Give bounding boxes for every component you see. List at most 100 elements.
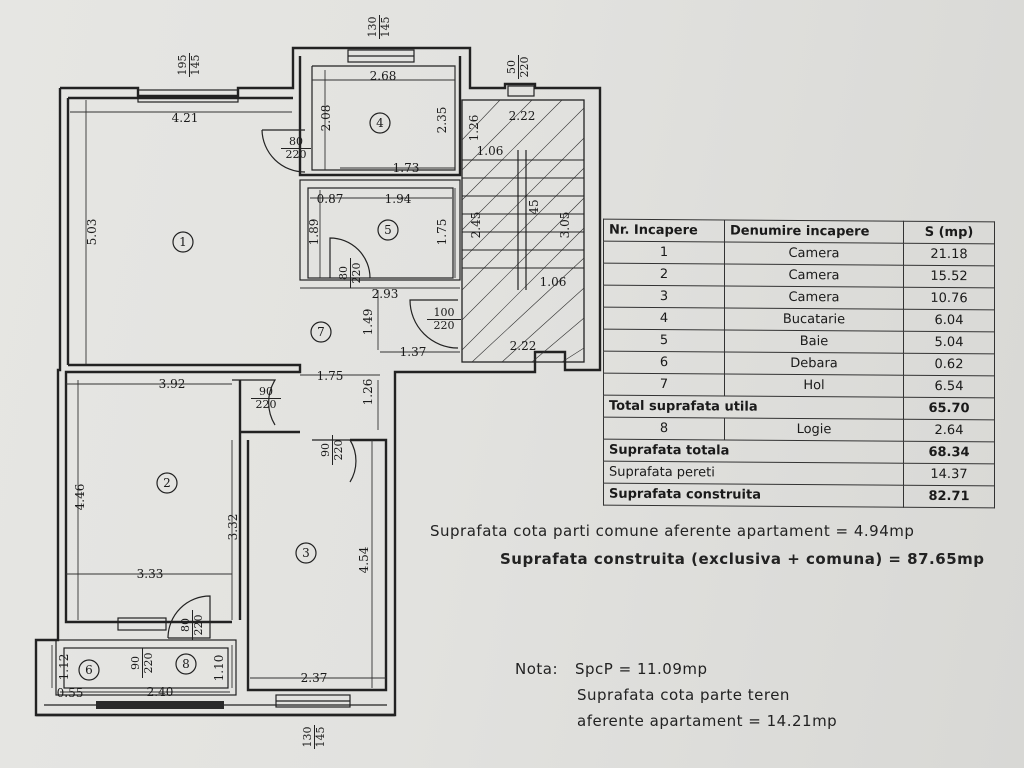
dim-room6-h: 1.12: [57, 654, 71, 681]
dim-room1-height: 5.03: [85, 219, 99, 246]
dim-room2-width-bottom: 3.33: [137, 567, 164, 581]
row-name: Camera: [724, 241, 904, 266]
fraction-bottom: 220: [433, 319, 455, 332]
fraction-bottom: 220: [192, 614, 205, 636]
row-nr: 3: [603, 285, 725, 308]
door-swings: [167, 129, 459, 639]
windows: [96, 49, 535, 709]
row-name: Camera: [724, 285, 904, 310]
dim-room3-width: 2.37: [301, 671, 328, 685]
row-name: Logie: [724, 417, 904, 442]
room-6-marker: [78, 659, 100, 681]
room-5-number: 5: [384, 223, 392, 237]
room-7-number: 7: [317, 325, 325, 339]
nota-land-line1: Suprafata cota parte teren: [577, 686, 790, 704]
dim-logia-w: 2.40: [147, 685, 174, 699]
row-nr: 2: [603, 263, 725, 286]
logia-railing: [96, 701, 224, 709]
walls-value: 14.37: [903, 463, 995, 486]
room-2-number: 2: [163, 476, 171, 490]
fraction-bottom: 145: [379, 16, 392, 38]
dim-room5-h-right: 1.75: [435, 219, 449, 246]
room-5-marker: [377, 219, 399, 241]
fraction-bottom: 220: [332, 439, 345, 461]
outer-walls: [34, 46, 602, 717]
room-2-marker: [156, 472, 178, 494]
fraction-bottom: 145: [314, 726, 327, 748]
room-4-marker: [369, 112, 391, 134]
table-row: 4 Bucatarie 6.04: [603, 307, 995, 332]
dim-room4-h-right: 2.35: [435, 107, 449, 134]
total-util-label: Total suprafata utila: [603, 395, 904, 420]
room-1-number: 1: [179, 235, 187, 249]
room-8-marker: [175, 653, 197, 675]
dim-stair-1-26: 1.26: [467, 115, 481, 142]
dim-logia-h: 1.10: [212, 655, 226, 682]
table-row: 5 Baie 5.04: [603, 329, 995, 354]
dim-room2-height: 4.46: [73, 484, 87, 511]
row-nr: 5: [603, 329, 725, 352]
dim-stair-3-05: 3.05: [558, 212, 572, 239]
dim-room2-width-top: 3.92: [159, 377, 186, 391]
table-row: 6 Debara 0.62: [603, 351, 995, 376]
walls-label: Suprafata pereti: [603, 461, 904, 486]
fraction-bottom: 220: [285, 148, 307, 161]
built-total-note: Suprafata construita (exclusiva + comuna…: [500, 550, 985, 568]
fraction-top: 90: [251, 386, 281, 399]
row-nr: 4: [603, 307, 725, 330]
total-row: Suprafata totala 68.34: [603, 439, 995, 464]
dim-hall-1-37: 1.37: [400, 345, 427, 359]
dim-hall-1-26: 1.26: [361, 379, 375, 406]
built-label: Suprafata construita: [603, 483, 904, 508]
dim-stair-2-45: 2.45: [469, 212, 483, 239]
header-nr: Nr. Incapere: [603, 219, 725, 242]
dim-room5-h-left: 1.89: [307, 219, 321, 246]
row-name: Bucatarie: [724, 307, 904, 332]
fraction-bottom: 220: [255, 398, 277, 411]
room-number-markers: 1 2 3 4 5 6 7 8: [78, 112, 399, 681]
fraction-bottom: 220: [142, 652, 155, 674]
dim-room4-bottom: 1.73: [393, 161, 420, 175]
dim-stair-bottom: 2.22: [510, 339, 537, 353]
dim-stair-45: 45: [527, 199, 541, 214]
row-area: 10.76: [903, 287, 995, 310]
fraction-bottom: 220: [350, 262, 363, 284]
staircase: [461, 99, 585, 363]
row-area: 0.62: [903, 353, 995, 376]
total-label: Suprafata totala: [603, 439, 904, 464]
dim-stair-1-06-mid: 1.06: [540, 275, 567, 289]
built-row: Suprafata construita 82.71: [603, 483, 995, 508]
nota-land-line2: aferente apartament = 14.21mp: [577, 712, 838, 730]
room-1-marker: [172, 231, 194, 253]
room-areas-table: Nr. Incapere Denumire incapere S (mp) 1 …: [603, 219, 995, 509]
dim-hall-1-49: 1.49: [361, 309, 375, 336]
row-area: 2.64: [903, 419, 995, 442]
row-area: 15.52: [903, 265, 995, 288]
total-value: 68.34: [903, 441, 995, 464]
row-name: Baie: [724, 329, 904, 354]
row-name: Debara: [724, 351, 904, 376]
dim-hall-1-75: 1.75: [317, 369, 344, 383]
table-row: 7 Hol 6.54: [603, 373, 995, 398]
row-name: Hol: [724, 373, 904, 398]
built-value: 82.71: [903, 485, 995, 508]
header-name: Denumire incapere: [724, 219, 904, 244]
table-row: 2 Camera 15.52: [603, 263, 995, 288]
fraction-bottom: 145: [189, 54, 202, 76]
dim-room5-left: 0.87: [317, 192, 344, 206]
table-row: 8 Logie 2.64: [603, 417, 995, 442]
dim-room6-w: 0.55: [57, 686, 84, 700]
row-nr: 6: [603, 351, 725, 374]
room-3-marker: [295, 542, 317, 564]
row-area: 5.04: [903, 331, 995, 354]
dim-room3-height: 4.54: [357, 546, 371, 573]
